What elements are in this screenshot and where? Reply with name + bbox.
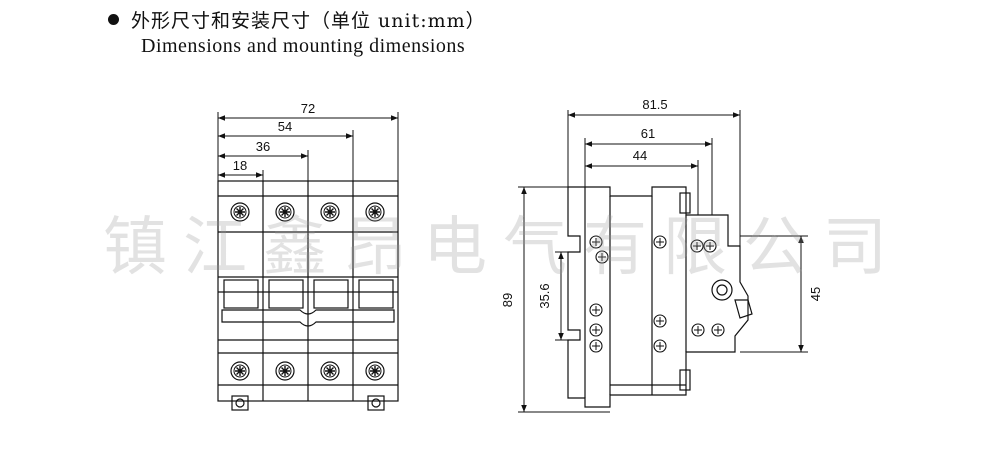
dim-36: 36	[256, 139, 270, 154]
title-chinese: 外形尺寸和安装尺寸（单位 unit:mm）	[131, 10, 486, 32]
heading: 外形尺寸和安装尺寸（单位 unit:mm） Dimensions and mou…	[108, 6, 486, 58]
dim-61: 61	[641, 126, 655, 141]
title-english: Dimensions and mounting dimensions	[141, 35, 466, 57]
dim-45: 45	[808, 287, 823, 301]
dim-35-6: 35.6	[537, 283, 552, 308]
dim-81-5: 81.5	[642, 97, 667, 112]
dim-18: 18	[233, 158, 247, 173]
dim-44: 44	[633, 148, 647, 163]
dim-54: 54	[278, 119, 292, 134]
bullet-icon	[108, 14, 119, 25]
dim-89: 89	[500, 293, 515, 307]
side-view	[567, 186, 753, 408]
dim-72: 72	[301, 101, 315, 116]
